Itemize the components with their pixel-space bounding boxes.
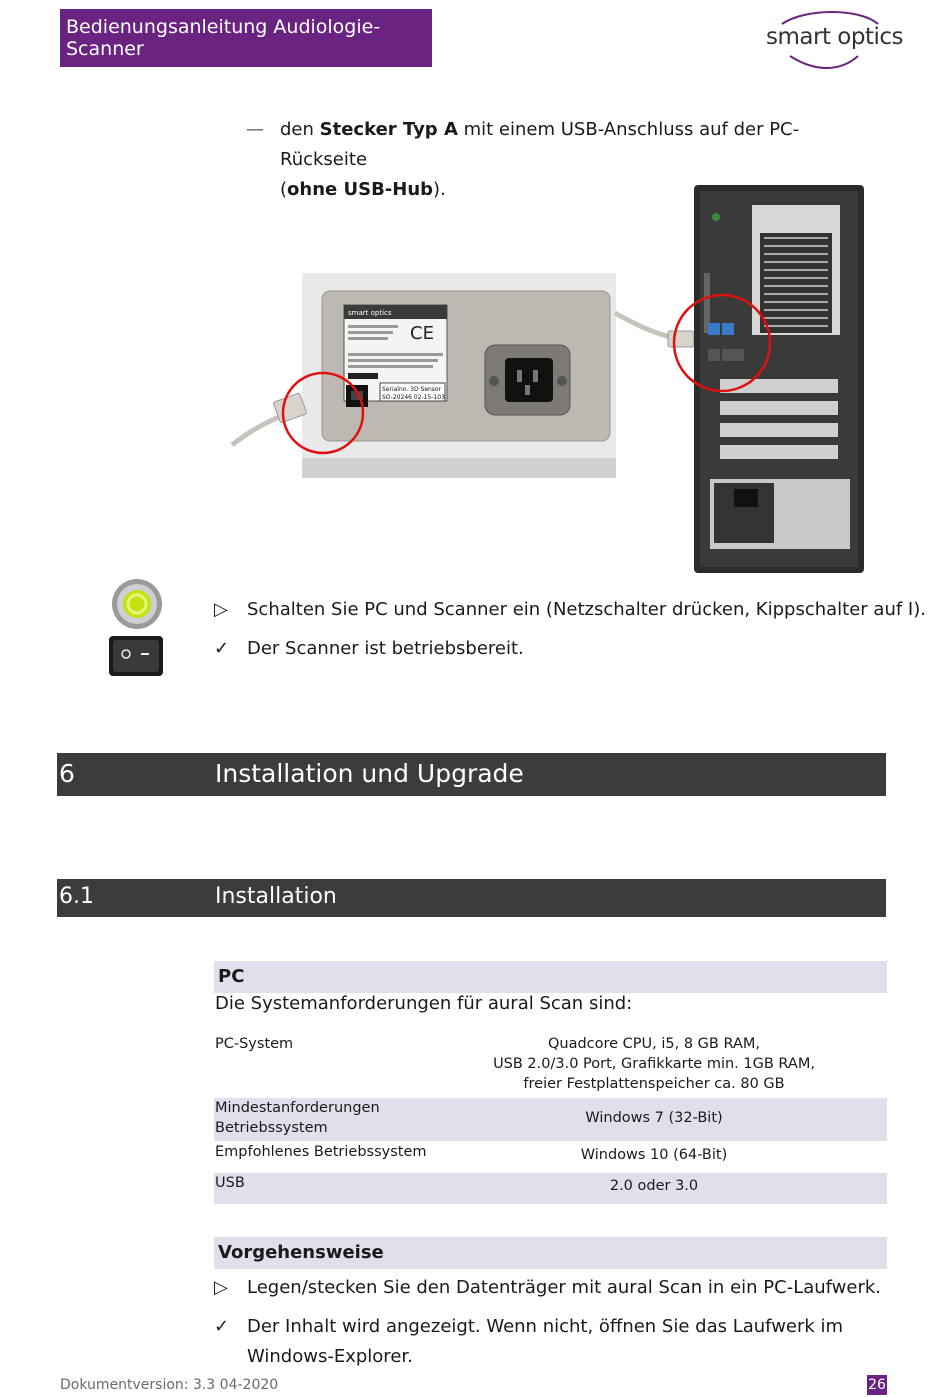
subsection-number: 6.1 — [59, 884, 94, 909]
procedure-heading: Vorgehensweise — [214, 1237, 887, 1269]
row-label: PC-System — [215, 1034, 293, 1054]
section-heading: 6 Installation und Upgrade — [57, 753, 886, 796]
step-text: Der Scanner ist betriebsbereit. — [247, 638, 524, 659]
document-version: Dokumentversion: 3.3 04-2020 — [60, 1377, 279, 1393]
row-label: Mindestanforderungen Betriebssystem — [215, 1098, 380, 1138]
row-value: Windows 10 (64-Bit) — [444, 1145, 864, 1165]
smart-optics-logo: smart optics — [760, 10, 903, 70]
connection-instruction-text: den Stecker Typ A mit einem USB-Anschlus… — [280, 115, 880, 205]
value-line: 2.0 oder 3.0 — [609, 1178, 699, 1194]
scanner-back-photo: smart optics CE Serialno. 3D Sensor SO-2… — [230, 273, 616, 478]
section-number: 6 — [59, 759, 75, 788]
checkmark-icon: ✓ — [214, 638, 230, 659]
value-line: Quadcore CPU, i5, 8 GB RAM, — [547, 1036, 761, 1052]
rocker-switch-icon — [109, 636, 163, 676]
bold-plug-type: Stecker Typ A — [319, 119, 458, 140]
subsection-title: Installation — [215, 884, 337, 909]
text-part: ). — [433, 179, 446, 200]
step-text: Der Inhalt wird angezeigt. Wenn nicht, ö… — [247, 1316, 844, 1337]
table-row: Mindestanforderungen Betriebssystem Wind… — [214, 1098, 887, 1141]
row-label: Empfohlenes Betriebssystem — [215, 1142, 427, 1162]
label-brand: smart optics — [348, 309, 392, 317]
requirements-intro: Die Systemanforderungen für aural Scan s… — [215, 993, 633, 1014]
header-title: Bedienungsanleitung Audiologie-Scanner — [60, 9, 432, 67]
text-part: ( — [280, 179, 288, 200]
dash-bullet: — — [246, 119, 264, 140]
table-row: PC-System Quadcore CPU, i5, 8 GB RAM, US… — [214, 1031, 887, 1097]
label-line: PC-System — [215, 1036, 294, 1052]
triangle-bullet-icon: ▷ — [214, 599, 228, 620]
text-part: den — [280, 119, 320, 140]
text-part: mit einem USB-Anschluss auf der PC-Rücks… — [280, 119, 800, 170]
checkmark-icon: ✓ — [214, 1316, 230, 1337]
value-line: Windows 10 (64-Bit) — [580, 1147, 728, 1163]
section-title: Installation und Upgrade — [215, 759, 524, 788]
table-row: USB 2.0 oder 3.0 — [214, 1173, 887, 1204]
triangle-bullet-icon: ▷ — [214, 1277, 228, 1298]
procedure-heading-text: Vorgehensweise — [218, 1242, 384, 1263]
header-title-text: Bedienungsanleitung Audiologie-Scanner — [66, 16, 381, 60]
row-value: 2.0 oder 3.0 — [444, 1176, 864, 1196]
power-button-icon — [112, 579, 162, 629]
svg-text:CE: CE — [410, 323, 434, 344]
power-switch-icons — [109, 579, 163, 676]
logo-text: smart optics — [766, 24, 903, 50]
page-number: 26 — [867, 1375, 887, 1395]
logo-swoosh-icon — [781, 11, 879, 69]
row-label: USB — [215, 1173, 245, 1193]
label-line: Empfohlenes Betriebssystem — [215, 1144, 427, 1160]
value-line: USB 2.0/3.0 Port, Grafikkarte min. 1GB R… — [493, 1056, 815, 1072]
step-text: Schalten Sie PC und Scanner ein (Netzsch… — [247, 599, 926, 620]
step-text-continued: Windows-Explorer. — [247, 1346, 413, 1367]
table-row: Empfohlenes Betriebssystem Windows 10 (6… — [214, 1142, 887, 1172]
label-line: Mindestanforderungen — [215, 1100, 380, 1116]
value-line: freier Festplattenspeicher ca. 80 GB — [523, 1076, 785, 1092]
bold-no-hub: ohne USB-Hub — [287, 179, 434, 200]
pc-heading-text: PC — [218, 966, 245, 987]
pc-tower-back-photo — [613, 185, 864, 573]
pc-heading: PC — [214, 961, 887, 993]
value-line: Windows 7 (32-Bit) — [585, 1110, 723, 1126]
label-line: USB — [215, 1175, 245, 1191]
step-text: Legen/stecken Sie den Datenträger mit au… — [247, 1277, 882, 1298]
label-line: Betriebssystem — [215, 1120, 328, 1136]
label-serial: Serialno. 3D Sensor — [382, 386, 442, 393]
label-serial-value: SO-20246 02-15-103 — [382, 394, 445, 401]
row-value: Quadcore CPU, i5, 8 GB RAM, USB 2.0/3.0 … — [444, 1034, 864, 1094]
subsection-heading: 6.1 Installation — [57, 879, 886, 917]
row-value: Windows 7 (32-Bit) — [444, 1108, 864, 1128]
